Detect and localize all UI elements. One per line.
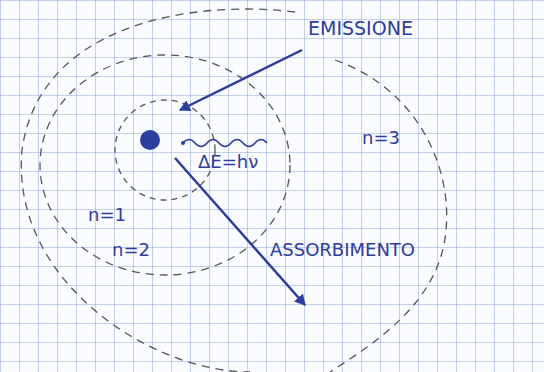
orbit-number: n=1 [88, 205, 126, 225]
process-label: ASSORBIMENTO [270, 240, 415, 260]
orbit-n3 [330, 60, 447, 372]
electron-dot [181, 141, 185, 145]
orbit-number: n=3 [362, 128, 400, 148]
formula-label: ΔE=hν [198, 152, 258, 172]
nucleus [140, 130, 160, 150]
process-label: EMISSIONE [308, 18, 413, 39]
emission-arrow [180, 50, 302, 110]
photon-wave [183, 140, 267, 147]
orbit-n3 [21, 9, 295, 372]
orbit-n2 [40, 55, 290, 275]
absorption-arrow [175, 158, 305, 305]
orbit-number: n=2 [112, 240, 150, 260]
